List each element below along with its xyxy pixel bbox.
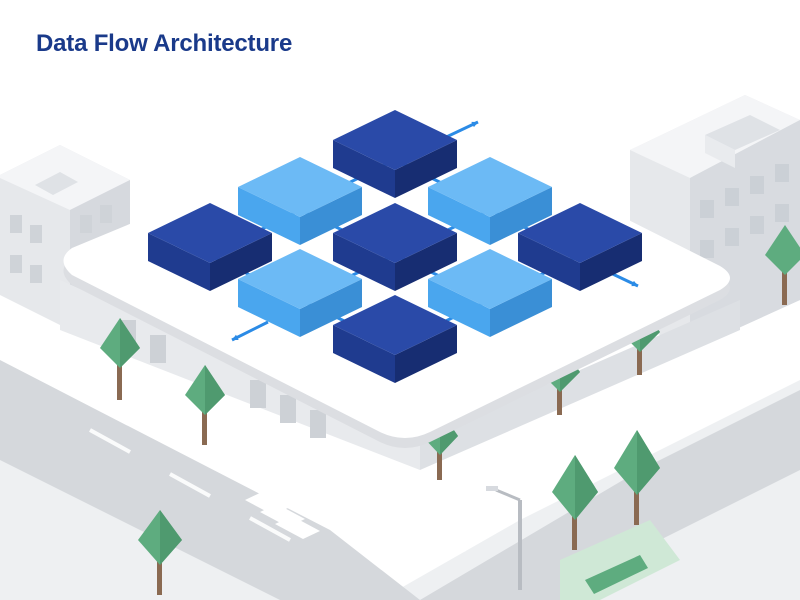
tree-icon bbox=[185, 365, 225, 445]
block-upper-left bbox=[238, 157, 362, 245]
tree-icon bbox=[765, 225, 800, 305]
crosswalk bbox=[245, 492, 466, 559]
page-title: Data Flow Architecture bbox=[36, 30, 293, 57]
tree-icon bbox=[552, 455, 598, 550]
road-right bbox=[420, 390, 800, 600]
tree-icon bbox=[614, 430, 660, 525]
block-bottom bbox=[333, 295, 457, 383]
block-lower-right bbox=[428, 249, 552, 337]
road-left bbox=[0, 360, 420, 600]
blocks bbox=[148, 110, 642, 383]
block-center bbox=[333, 203, 457, 291]
street-lamp-icon bbox=[486, 486, 522, 590]
block-right bbox=[518, 203, 642, 291]
block-left bbox=[148, 203, 272, 291]
ground bbox=[0, 360, 800, 600]
tree-icon bbox=[100, 318, 140, 400]
arrow-bottom-left-icon bbox=[231, 320, 269, 342]
block-upper-right bbox=[428, 157, 552, 245]
block-top bbox=[333, 110, 457, 198]
tree-icon bbox=[138, 510, 182, 595]
block-lower-left bbox=[238, 249, 362, 337]
